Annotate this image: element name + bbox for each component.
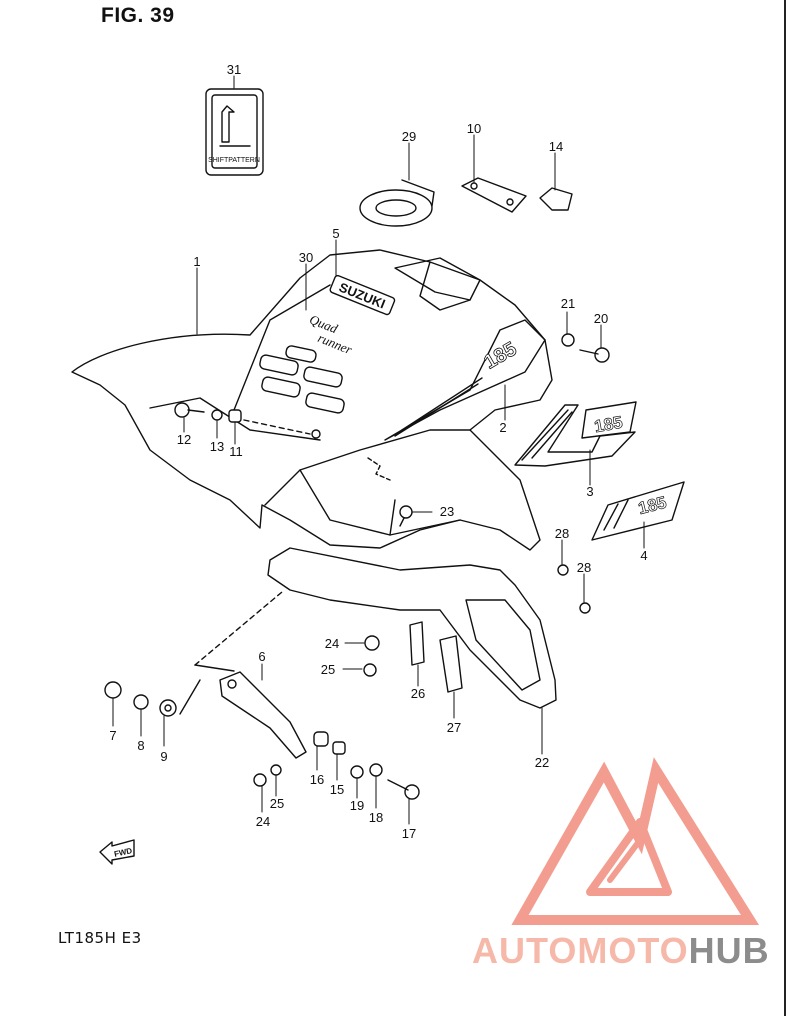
bracket-6 bbox=[219, 671, 307, 759]
callout-8: 8 bbox=[137, 738, 144, 753]
washer-21 bbox=[561, 333, 575, 347]
clip-nut-14 bbox=[539, 187, 573, 211]
callout-12: 12 bbox=[177, 432, 191, 447]
watermark-text: AUTOMOTOHUB bbox=[472, 930, 770, 972]
callout-2: 2 bbox=[499, 420, 506, 435]
callout-7: 7 bbox=[109, 728, 116, 743]
callout-22: 22 bbox=[535, 755, 549, 770]
callout-24-mid: 24 bbox=[325, 636, 339, 651]
callout-24-low: 24 bbox=[256, 814, 270, 829]
callout-29: 29 bbox=[402, 129, 416, 144]
callout-17: 17 bbox=[402, 826, 416, 841]
shift-pattern-text: SHIFTPATTERN bbox=[208, 157, 260, 164]
decal-3: 185 bbox=[514, 401, 637, 467]
nut-24 bbox=[364, 635, 380, 651]
watermark-part2: HUB bbox=[688, 930, 770, 971]
nut-24-lower bbox=[253, 773, 267, 787]
watermark-part1: AUTOMOTO bbox=[472, 930, 689, 971]
callout-13: 13 bbox=[210, 439, 224, 454]
forward-arrow-label: FWD bbox=[113, 846, 133, 859]
callout-4: 4 bbox=[640, 548, 647, 563]
decal-4: 185 bbox=[591, 481, 685, 541]
washer-13 bbox=[211, 409, 223, 421]
callout-9: 9 bbox=[160, 749, 167, 764]
callout-25-low: 25 bbox=[270, 796, 284, 811]
callout-30: 30 bbox=[299, 250, 313, 265]
grommet-29 bbox=[359, 179, 435, 227]
screw-7 bbox=[104, 681, 122, 699]
bracket-26 bbox=[409, 621, 425, 666]
front-fender: SUZUKI Quad runner 185 bbox=[71, 249, 553, 551]
callout-26: 26 bbox=[411, 686, 425, 701]
nut-18 bbox=[369, 763, 383, 777]
callout-14: 14 bbox=[549, 139, 563, 154]
grommet-16 bbox=[313, 731, 329, 747]
callout-3: 3 bbox=[586, 484, 593, 499]
bolt-17 bbox=[387, 779, 420, 800]
washer-19 bbox=[350, 765, 364, 779]
washer-9 bbox=[159, 699, 177, 717]
callout-5: 5 bbox=[332, 226, 339, 241]
washer-25 bbox=[363, 663, 377, 677]
callout-6: 6 bbox=[258, 649, 265, 664]
callout-19: 19 bbox=[350, 798, 364, 813]
callout-21: 21 bbox=[561, 296, 575, 311]
screw-28-upper bbox=[557, 564, 569, 576]
callout-16: 16 bbox=[310, 772, 324, 787]
bracket-27 bbox=[439, 635, 463, 693]
callout-20: 20 bbox=[594, 311, 608, 326]
collar-11 bbox=[228, 409, 242, 423]
bolt-12 bbox=[174, 402, 205, 418]
callout-10: 10 bbox=[467, 121, 481, 136]
page-edge-divider bbox=[784, 0, 786, 1016]
callout-numbers: 31 29 10 14 1 5 30 21 20 2 3 4 23 28 28 … bbox=[109, 62, 647, 841]
callout-28-upper: 28 bbox=[555, 526, 569, 541]
collar-15 bbox=[332, 741, 346, 755]
forward-arrow-icon: FWD bbox=[99, 839, 135, 865]
callout-28-lower: 28 bbox=[577, 560, 591, 575]
bolt-20 bbox=[579, 347, 610, 363]
callout-1: 1 bbox=[193, 254, 200, 269]
decal-185-3: 185 bbox=[593, 413, 624, 437]
callout-18: 18 bbox=[369, 810, 383, 825]
washer-8 bbox=[133, 694, 149, 710]
screw-28-lower bbox=[579, 602, 591, 614]
callout-23: 23 bbox=[440, 504, 454, 519]
callout-11: 11 bbox=[229, 444, 243, 459]
figure-title: FIG. 39 bbox=[101, 4, 175, 27]
callout-27: 27 bbox=[447, 720, 461, 735]
automotohub-logo-icon bbox=[511, 757, 760, 925]
mud-flap-22 bbox=[267, 547, 557, 709]
shift-pattern-label: SHIFTPATTERN bbox=[205, 88, 264, 176]
bracket-10 bbox=[461, 177, 527, 213]
washer-25-lower bbox=[270, 764, 282, 776]
callout-31: 31 bbox=[227, 62, 241, 77]
callout-15: 15 bbox=[330, 782, 344, 797]
model-code: LT185H E3 bbox=[58, 929, 142, 947]
callout-25-mid: 25 bbox=[321, 662, 335, 677]
